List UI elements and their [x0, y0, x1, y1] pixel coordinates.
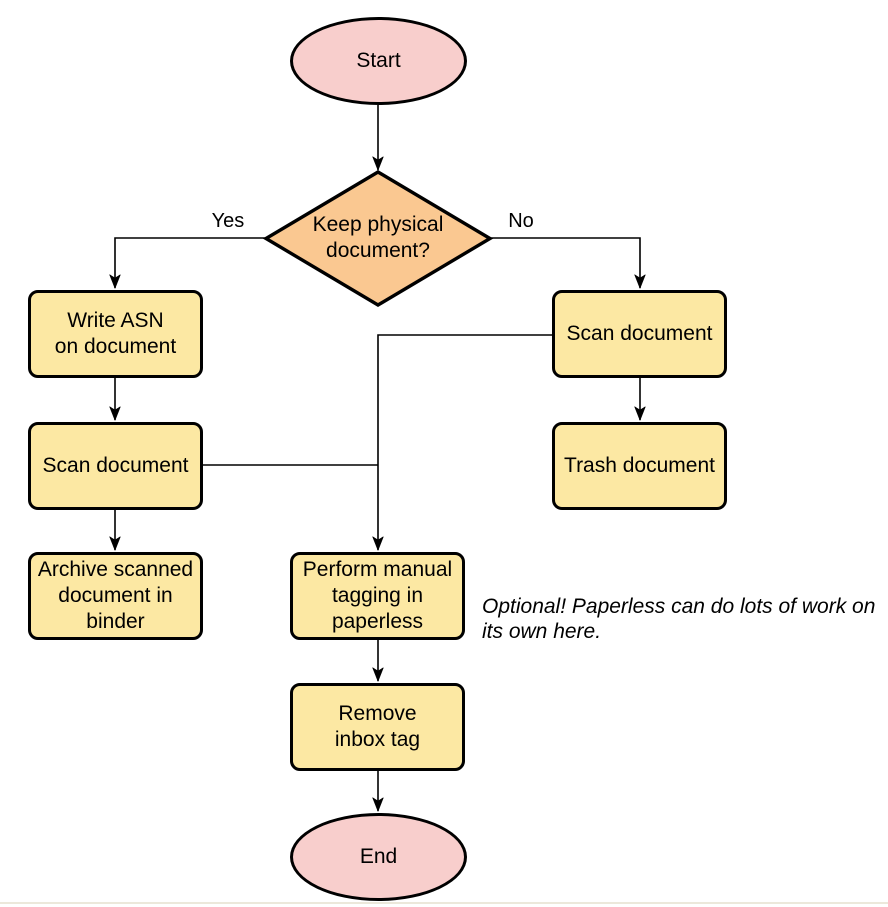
node-trash-document: Trash document: [552, 422, 727, 510]
node-scan-document-right: Scan document: [552, 290, 727, 378]
node-scan-document-right-label: Scan document: [566, 322, 713, 345]
node-start: Start: [290, 17, 467, 105]
node-write-asn-label: Write ASN on document: [54, 309, 177, 358]
node-remove-inbox-tag: Remove inbox tag: [290, 683, 465, 771]
edge-scan-right-to-tagging: [378, 334, 552, 550]
node-decision-diamond: [262, 170, 494, 307]
node-end-label: End: [359, 845, 398, 868]
node-archive-binder-label: Archive scanned document in binder: [37, 558, 194, 633]
node-remove-inbox-tag-label: Remove inbox tag: [334, 702, 421, 751]
edge-decision-yes-to-write-asn: [115, 237, 266, 288]
optional-note: Optional! Paperless can do lots of work …: [482, 595, 876, 643]
edge-label-yes: Yes: [211, 210, 245, 232]
page-bottom-border: [0, 902, 888, 904]
edge-label-no: No: [508, 210, 534, 232]
node-manual-tagging: Perform manual tagging in paperless: [290, 552, 465, 640]
node-archive-binder: Archive scanned document in binder: [28, 552, 203, 640]
node-write-asn: Write ASN on document: [28, 290, 203, 378]
node-trash-document-label: Trash document: [564, 454, 715, 477]
decision-label: Keep physical document?: [312, 213, 444, 262]
edge-decision-no-to-scan-right: [490, 237, 640, 288]
node-start-label: Start: [356, 49, 401, 72]
node-scan-document-left: Scan document: [28, 422, 203, 510]
node-end: End: [290, 813, 467, 901]
node-manual-tagging-label: Perform manual tagging in paperless: [302, 558, 453, 633]
node-scan-document-left-label: Scan document: [42, 454, 189, 477]
